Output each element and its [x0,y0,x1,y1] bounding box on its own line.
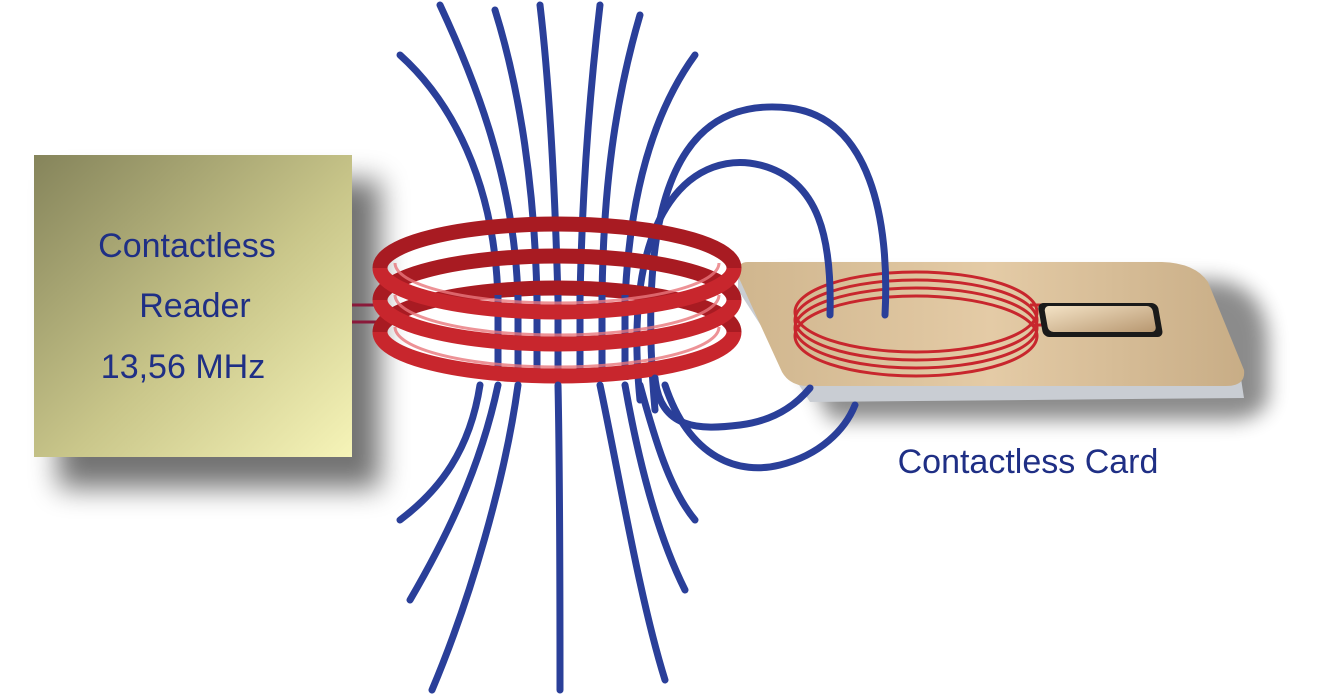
reader-frequency: 13,56 MHz [101,348,265,386]
reader-coil-highlight [393,262,721,369]
field-line-return-outer [661,381,859,472]
field-line-return-inner [651,374,814,431]
reader-box [34,155,352,457]
reader-label-line1: Contactless [98,227,276,265]
card-coil-front [793,311,1039,378]
card-label: Contactless Card [898,443,1159,481]
reader-coil-front [372,267,742,384]
field-lines-lower [396,374,859,694]
reader-label-line2: Reader [139,287,251,325]
card-coil-back [793,270,1039,337]
reader-coil-back [372,216,742,333]
chip [1044,306,1156,332]
